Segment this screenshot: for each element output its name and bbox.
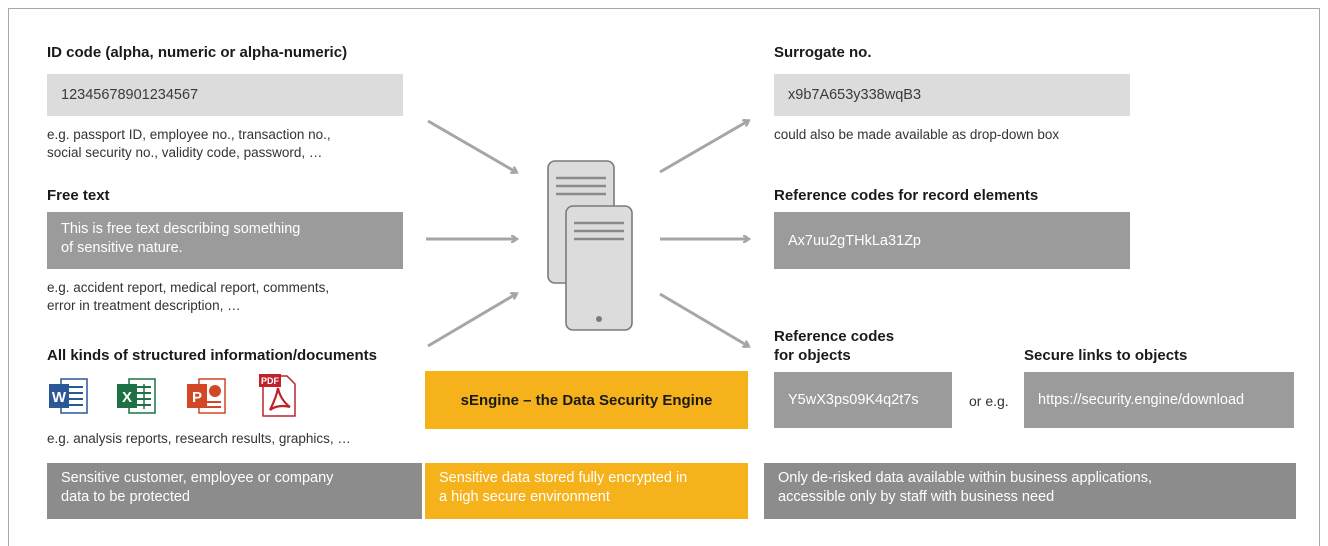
footer-center-line1: Sensitive data stored fully encrypted in <box>439 470 688 486</box>
id-code-note-line2: social security no., validity code, pass… <box>47 145 323 160</box>
arrow-engine-to-surrogate <box>659 121 748 174</box>
diagram-frame <box>8 8 1320 546</box>
secure-links-heading: Secure links to objects <box>1024 347 1188 364</box>
excel-icon: X <box>117 378 156 414</box>
powerpoint-icon: P <box>187 378 226 414</box>
free-text-note-line2: error in treatment description, … <box>47 298 241 313</box>
free-text-heading: Free text <box>47 187 110 204</box>
footer-right-line1: Only de-risked data available within bus… <box>778 470 1152 486</box>
footer-left: Sensitive customer, employee or company … <box>47 463 422 519</box>
footer-center: Sensitive data stored fully encrypted in… <box>425 463 748 519</box>
arrow-engine-to-objects <box>659 292 748 346</box>
arrow-docs-to-engine <box>427 294 516 348</box>
engine-label-box: sEngine – the Data Security Engine <box>425 371 748 429</box>
engine-label: sEngine – the Data Security Engine <box>460 391 713 409</box>
server-stack-icon <box>547 160 633 331</box>
free-text-box: This is free text describing something o… <box>47 212 403 269</box>
id-code-heading: ID code (alpha, numeric or alpha-numeric… <box>47 44 348 61</box>
pdf-icon: PDF <box>259 374 296 417</box>
id-code-note: e.g. passport ID, employee no., transact… <box>47 126 331 162</box>
svg-text:P: P <box>192 389 202 406</box>
arrow-id-to-engine <box>427 119 516 172</box>
id-code-note-line1: e.g. passport ID, employee no., transact… <box>47 127 331 142</box>
secure-links-box: https://security.engine/download <box>1024 372 1294 428</box>
record-refs-value: Ax7uu2gTHkLa31Zp <box>788 232 921 249</box>
surrogate-box: x9b7A653y338wqB3 <box>774 74 1130 116</box>
footer-right-line2: accessible only by staff with business n… <box>778 489 1055 505</box>
svg-text:W: W <box>52 389 67 406</box>
object-refs-box: Y5wX3ps09K4q2t7s <box>774 372 952 428</box>
structured-note: e.g. analysis reports, research results,… <box>47 431 351 446</box>
or-label: or e.g. <box>969 393 1009 409</box>
footer-left-line2: data to be protected <box>61 489 190 505</box>
footer-center-line2: a high secure environment <box>439 489 610 505</box>
secure-links-value: https://security.engine/download <box>1038 392 1245 408</box>
surrogate-note: could also be made available as drop-dow… <box>774 127 1060 142</box>
free-text-note: e.g. accident report, medical report, co… <box>47 279 329 315</box>
record-refs-box: Ax7uu2gTHkLa31Zp <box>774 212 1130 269</box>
surrogate-heading: Surrogate no. <box>774 44 872 61</box>
svg-text:PDF: PDF <box>261 376 280 386</box>
id-code-box: 12345678901234567 <box>47 74 403 116</box>
free-text-note-line1: e.g. accident report, medical report, co… <box>47 280 330 295</box>
object-refs-heading-line1: Reference codes <box>774 328 895 345</box>
surrogate-value: x9b7A653y338wqB3 <box>788 87 922 103</box>
object-refs-heading: Reference codes for objects <box>774 327 894 365</box>
free-text-value-line1: This is free text describing something <box>61 221 301 237</box>
free-text-value-line2: of sensitive nature. <box>61 240 183 256</box>
object-refs-heading-line2: for objects <box>774 347 851 364</box>
svg-text:X: X <box>122 389 132 406</box>
word-icon: W <box>49 378 88 414</box>
record-refs-heading: Reference codes for record elements <box>774 187 1039 204</box>
id-code-value: 12345678901234567 <box>61 87 199 103</box>
footer-left-line1: Sensitive customer, employee or company <box>61 470 334 486</box>
footer-right: Only de-risked data available within bus… <box>764 463 1296 519</box>
structured-heading: All kinds of structured information/docu… <box>47 347 378 364</box>
object-refs-value: Y5wX3ps09K4q2t7s <box>788 392 919 408</box>
